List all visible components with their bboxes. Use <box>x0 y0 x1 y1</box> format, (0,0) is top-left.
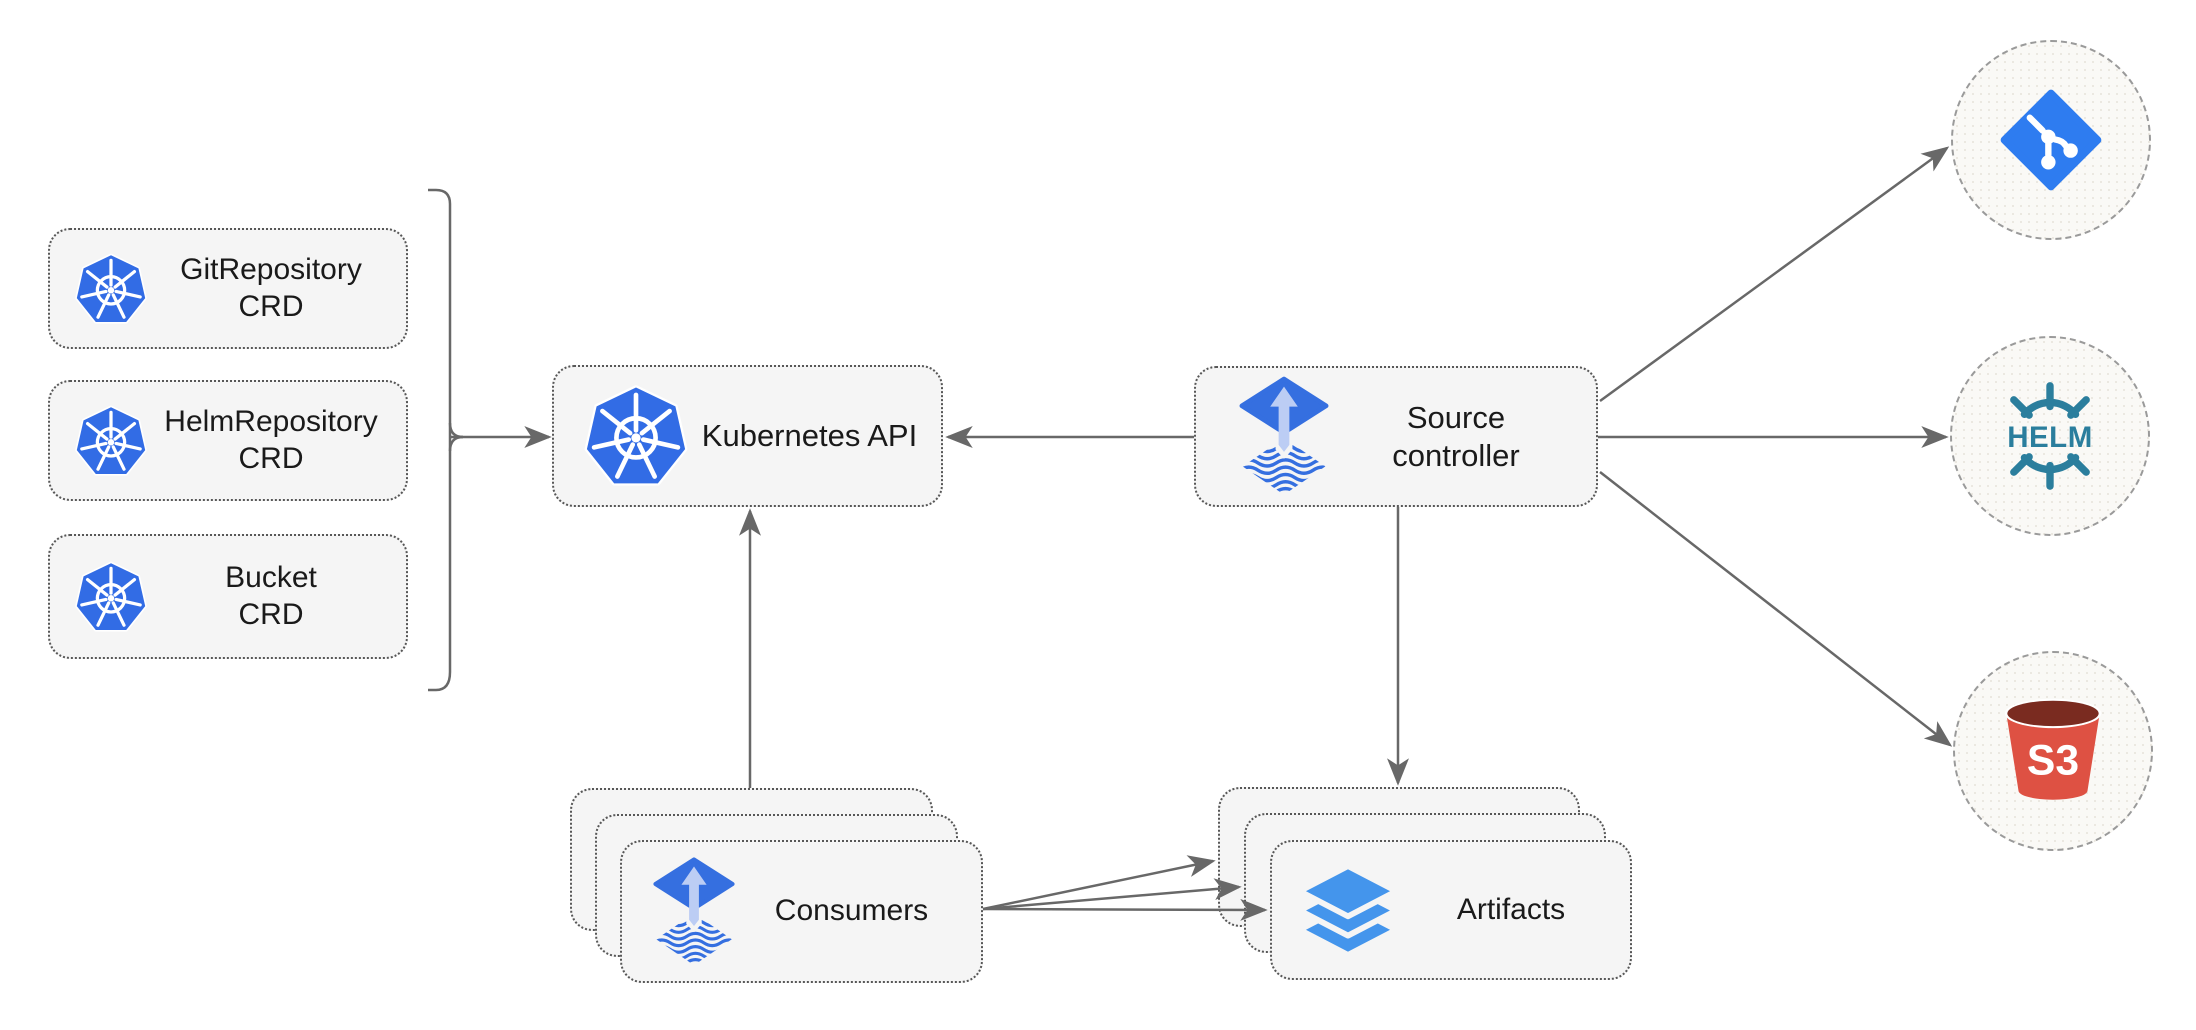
helm-icon-text: HELM <box>2007 421 2093 454</box>
edge-consumers-to-artifacts-1 <box>982 855 1216 911</box>
node-label: HelmRepository CRD <box>150 404 406 477</box>
node-label-line: controller <box>1392 437 1520 473</box>
node-label-line: Consumers <box>774 894 929 928</box>
node-label-line: HelmRepository <box>164 404 378 438</box>
node-s3-endpoint: S3 <box>1953 651 2153 851</box>
kubernetes-icon <box>72 402 150 480</box>
kubernetes-icon <box>72 558 150 636</box>
artifacts-stack-box-front: Artifacts <box>1270 840 1632 980</box>
node-label: Consumers <box>736 893 981 930</box>
node-label-line: CRD <box>238 441 304 475</box>
node-helmrepository-crd: HelmRepository CRD <box>48 380 408 501</box>
crd-group-bracket-merge-top <box>448 422 464 439</box>
node-label-line: CRD <box>238 597 304 631</box>
crd-group-bracket-merge-bottom <box>448 435 464 452</box>
flux-source-controller-icon <box>1238 375 1330 498</box>
node-label-line: Kubernetes API <box>701 418 918 454</box>
edge-source-to-git <box>1599 146 1950 403</box>
helm-icon: HELM <box>1991 377 2109 495</box>
node-label-line: CRD <box>238 289 304 323</box>
node-source-controller: Source controller <box>1194 366 1598 507</box>
node-label: Kubernetes API <box>692 417 941 455</box>
node-kubernetes-api: Kubernetes API <box>552 365 943 507</box>
node-label-line: Artifacts <box>1456 892 1566 926</box>
flux-source-controller-icon <box>652 856 736 968</box>
node-gitrepository-crd: GitRepository CRD <box>48 228 408 349</box>
node-label: Source controller <box>1330 399 1596 475</box>
node-label-line: Source <box>1406 399 1506 435</box>
node-consumers: Consumers <box>570 788 985 985</box>
node-artifacts: Artifacts <box>1218 787 1634 982</box>
s3-icon-text: S3 <box>2027 736 2079 784</box>
crd-group-bracket <box>428 188 452 692</box>
edge-consumers-to-artifacts-2 <box>982 878 1242 911</box>
node-label-line: GitRepository <box>180 252 362 286</box>
git-icon <box>1998 87 2104 193</box>
edge-source-to-s3 <box>1599 471 1953 747</box>
consumers-stack-box-front: Consumers <box>620 840 983 983</box>
node-label: Artifacts <box>1406 892 1630 929</box>
node-helm-endpoint: HELM <box>1950 336 2150 536</box>
kubernetes-icon <box>72 250 150 328</box>
node-bucket-crd: Bucket CRD <box>48 534 408 659</box>
node-label: GitRepository CRD <box>150 252 406 325</box>
layers-icon <box>1290 863 1406 957</box>
kubernetes-icon <box>580 380 692 492</box>
node-label: Bucket CRD <box>150 560 406 633</box>
s3-bucket-icon: S3 <box>1992 685 2114 817</box>
node-git-endpoint <box>1951 40 2151 240</box>
node-label-line: Bucket <box>225 560 317 594</box>
